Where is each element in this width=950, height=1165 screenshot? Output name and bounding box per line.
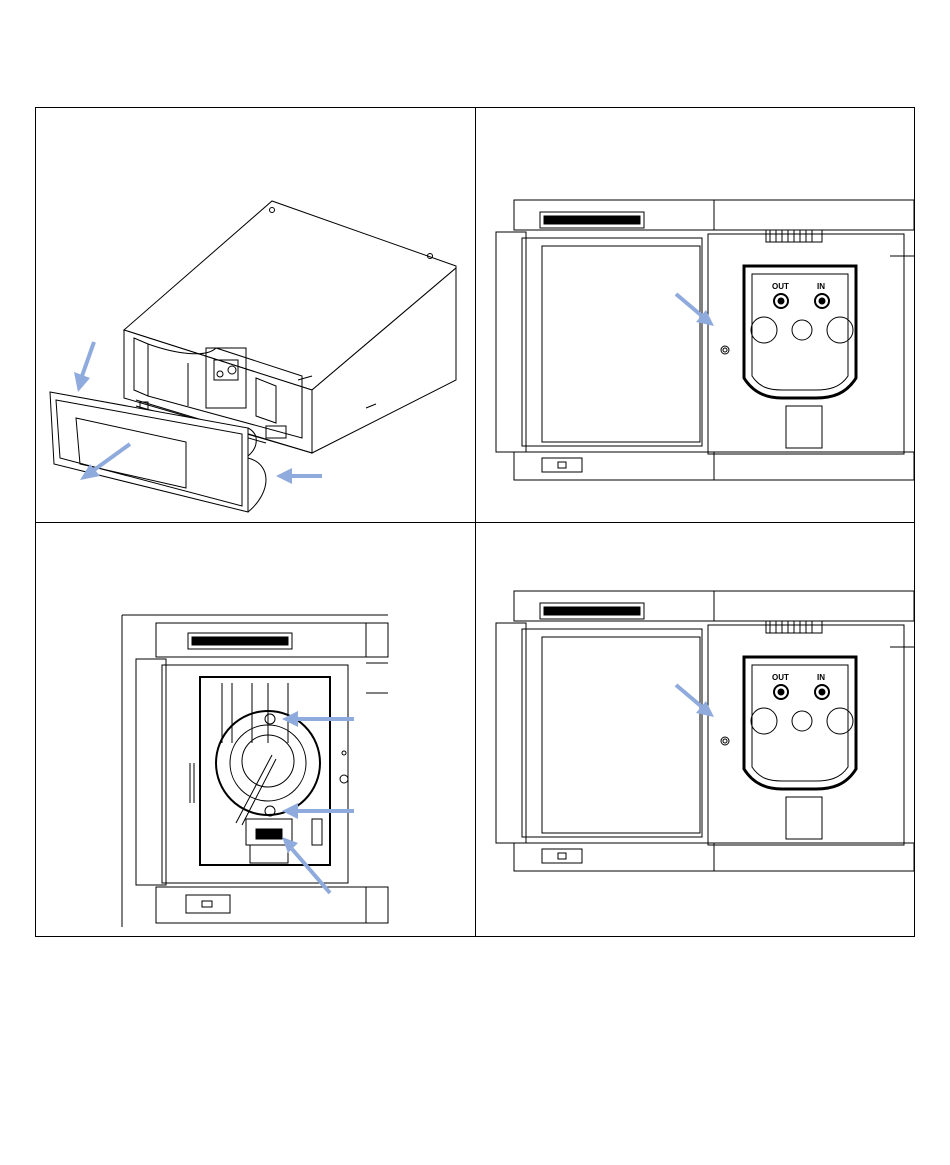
panel-remove-front-cover (36, 108, 475, 522)
valve-front-view-drawing-2: OUT IN (476, 523, 916, 938)
port-label-in-2: IN (817, 673, 825, 682)
panel-valve-plate-screw-1: OUT IN (476, 108, 916, 522)
valve-front-view-drawing: OUT IN (476, 108, 916, 522)
figure-grid: OUT IN (35, 107, 915, 937)
module-isometric-drawing (36, 108, 475, 522)
panel-valve-plate-screw-2: OUT IN (476, 523, 916, 938)
port-label-out-2: OUT (772, 673, 789, 682)
panel-lamp-housing-screws (36, 523, 475, 938)
port-label-in: IN (817, 282, 825, 291)
lamp-housing-drawing (36, 523, 475, 938)
port-label-out: OUT (772, 282, 789, 291)
